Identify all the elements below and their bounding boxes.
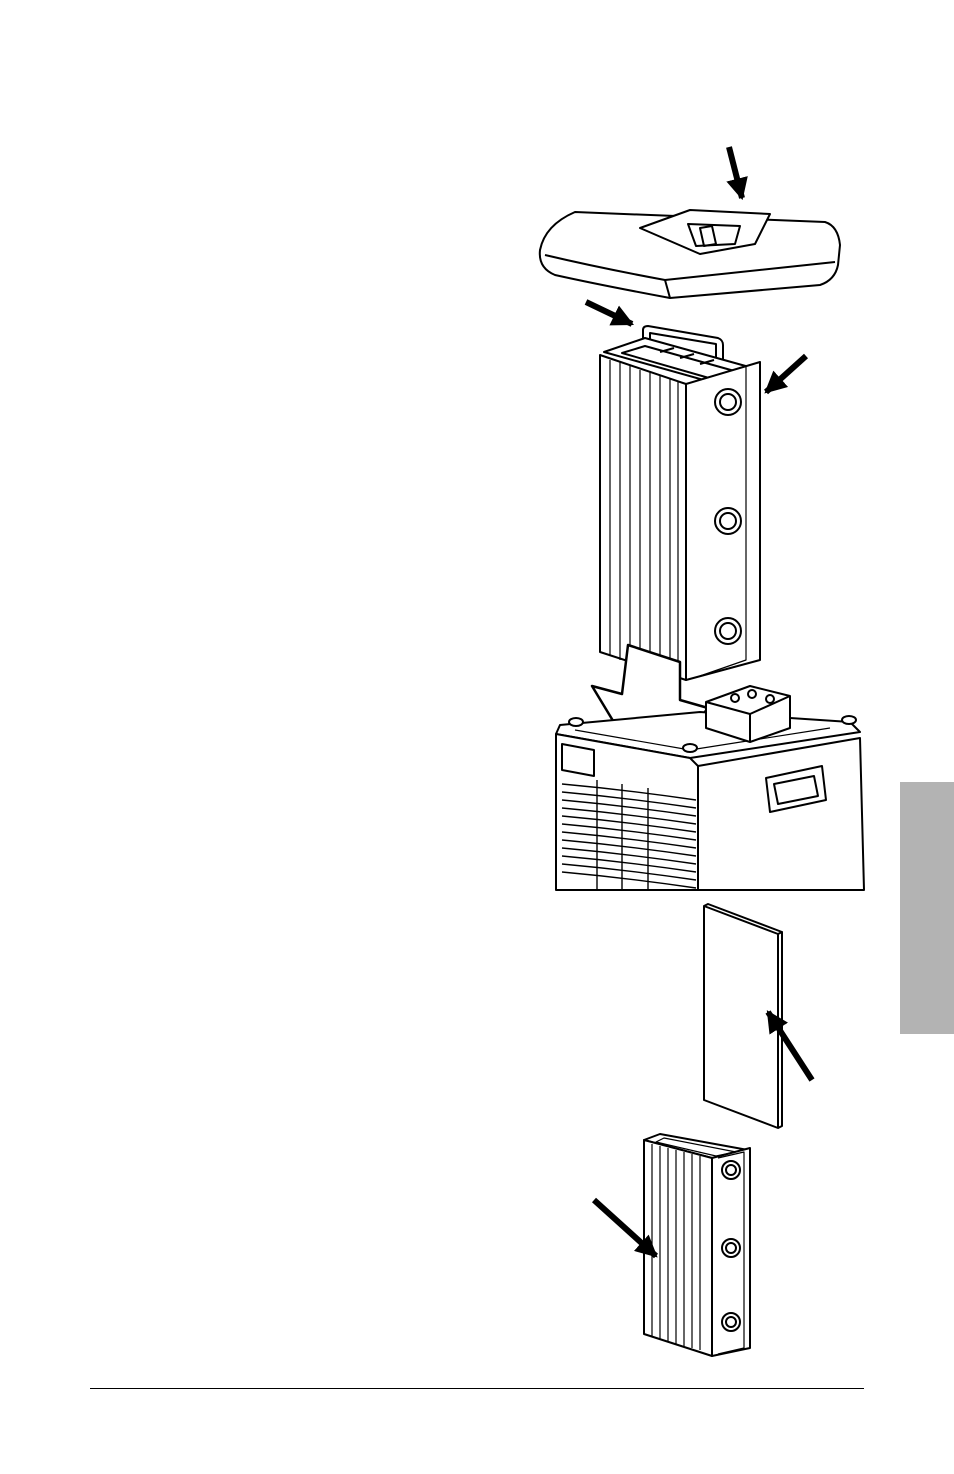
cartridge-detail (644, 1134, 750, 1356)
top-cover (540, 210, 840, 298)
base-unit (556, 686, 864, 890)
arrow-cartridge-handle (586, 302, 632, 324)
arrow-cartridge-side (766, 356, 806, 392)
filter-cartridge (600, 326, 760, 680)
arrow-top-cover (729, 147, 742, 198)
